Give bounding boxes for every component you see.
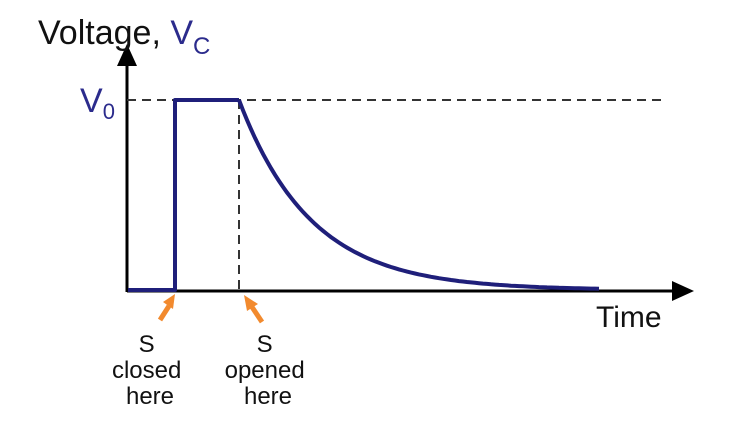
y-axis-symbol: V xyxy=(170,14,193,52)
y-axis-word: Voltage, xyxy=(38,14,170,52)
closed-event-label: S closed here xyxy=(112,331,188,410)
closed-event-line-2: closed xyxy=(112,357,181,384)
opened-event-label: S opened here xyxy=(225,331,312,410)
opened-event-line-1: S xyxy=(257,331,273,358)
closed-event-line-3: here xyxy=(126,383,174,410)
y-axis-title: Voltage, VC xyxy=(38,14,210,60)
voltage-curve xyxy=(128,98,239,292)
y-axis-subscript: C xyxy=(193,33,210,60)
closed-pointer-arrow xyxy=(157,294,175,322)
opened-event-line-3: here xyxy=(244,383,292,410)
opened-event-line-2: opened xyxy=(225,357,305,384)
v0-label: V0 xyxy=(80,82,115,124)
opened-pointer-arrow xyxy=(244,295,265,324)
v0-subscript: 0 xyxy=(103,99,115,124)
closed-event-line-1: S xyxy=(139,331,155,358)
v0-symbol: V xyxy=(80,82,103,120)
x-axis-title: Time xyxy=(596,301,662,334)
voltage-decay-curve xyxy=(237,99,600,291)
x-axis-arrowhead xyxy=(672,281,694,301)
y-axis-arrowhead xyxy=(117,44,137,66)
